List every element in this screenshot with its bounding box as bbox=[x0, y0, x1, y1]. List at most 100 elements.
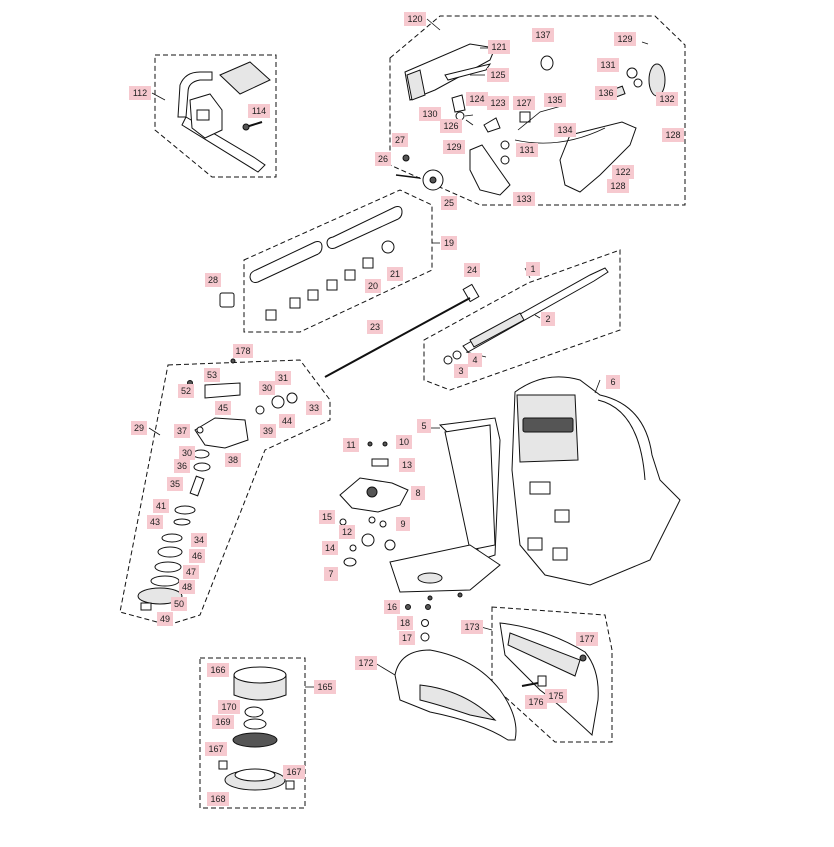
svg-text:129: 129 bbox=[446, 142, 461, 152]
svg-text:15: 15 bbox=[322, 512, 332, 522]
svg-text:114: 114 bbox=[252, 106, 266, 116]
svg-text:25: 25 bbox=[444, 198, 454, 208]
label-136: 136 bbox=[595, 86, 617, 100]
label-176: 176 bbox=[525, 695, 547, 709]
svg-text:49: 49 bbox=[160, 614, 170, 624]
label-126: 126 bbox=[440, 119, 462, 133]
label-112: 112 bbox=[129, 86, 151, 100]
label-47: 47 bbox=[183, 565, 199, 579]
label-5: 5 bbox=[417, 419, 431, 433]
label-48: 48 bbox=[179, 580, 195, 594]
svg-text:53: 53 bbox=[207, 370, 217, 380]
label-25: 25 bbox=[441, 196, 457, 210]
label-128: 128 bbox=[662, 128, 684, 142]
label-39: 39 bbox=[260, 424, 276, 438]
label-135: 135 bbox=[544, 93, 566, 107]
label-131: 131 bbox=[516, 143, 538, 157]
label-17: 17 bbox=[399, 631, 415, 645]
svg-text:122: 122 bbox=[615, 167, 630, 177]
svg-text:13: 13 bbox=[402, 460, 412, 470]
svg-text:170: 170 bbox=[221, 702, 236, 712]
svg-text:30: 30 bbox=[182, 448, 192, 458]
svg-text:121: 121 bbox=[491, 42, 506, 52]
group-165-outline bbox=[199, 657, 306, 809]
label-44: 44 bbox=[279, 414, 295, 428]
label-168: 168 bbox=[207, 792, 229, 806]
trimmer-head-165-part bbox=[218, 666, 295, 791]
label-114: 114 bbox=[248, 104, 270, 118]
label-45: 45 bbox=[215, 401, 231, 415]
label-1: 1 bbox=[526, 262, 540, 276]
svg-text:28: 28 bbox=[208, 275, 218, 285]
knob-25-part bbox=[395, 154, 444, 191]
svg-text:26: 26 bbox=[378, 154, 388, 164]
svg-text:173: 173 bbox=[464, 622, 479, 632]
label-169: 169 bbox=[212, 715, 234, 729]
svg-text:3: 3 bbox=[458, 366, 463, 376]
svg-text:19: 19 bbox=[444, 238, 454, 248]
throttle-small-parts bbox=[451, 55, 666, 165]
svg-text:16: 16 bbox=[387, 602, 397, 612]
label-27: 27 bbox=[392, 133, 408, 147]
hardware-16-18-part bbox=[405, 604, 431, 642]
label-49: 49 bbox=[157, 612, 173, 626]
svg-text:52: 52 bbox=[181, 386, 191, 396]
svg-text:2: 2 bbox=[545, 314, 550, 324]
group-29-outline bbox=[119, 359, 331, 626]
drive-shaft-23-part bbox=[324, 297, 471, 378]
svg-text:44: 44 bbox=[282, 416, 292, 426]
label-170: 170 bbox=[218, 700, 240, 714]
label-18: 18 bbox=[397, 616, 413, 630]
group-1-outline bbox=[423, 249, 621, 391]
svg-text:45: 45 bbox=[218, 403, 228, 413]
svg-text:20: 20 bbox=[368, 281, 378, 291]
svg-text:39: 39 bbox=[263, 426, 273, 436]
svg-text:17: 17 bbox=[402, 633, 412, 643]
svg-text:14: 14 bbox=[325, 543, 335, 553]
svg-text:166: 166 bbox=[210, 665, 225, 675]
svg-text:131: 131 bbox=[600, 60, 615, 70]
group-120-outline bbox=[389, 15, 686, 206]
svg-text:165: 165 bbox=[317, 682, 332, 692]
label-133: 133 bbox=[513, 192, 535, 206]
svg-text:41: 41 bbox=[156, 501, 166, 511]
label-41: 41 bbox=[153, 499, 169, 513]
svg-text:30: 30 bbox=[262, 383, 272, 393]
label-8: 8 bbox=[411, 486, 425, 500]
screw-114-part bbox=[242, 121, 263, 131]
label-12: 12 bbox=[339, 525, 355, 539]
svg-text:18: 18 bbox=[400, 618, 410, 628]
svg-text:131: 131 bbox=[519, 145, 534, 155]
svg-text:21: 21 bbox=[390, 269, 400, 279]
label-38: 38 bbox=[225, 453, 241, 467]
svg-text:120: 120 bbox=[407, 14, 422, 24]
svg-text:5: 5 bbox=[421, 421, 426, 431]
label-131: 131 bbox=[597, 58, 619, 72]
svg-text:48: 48 bbox=[182, 582, 192, 592]
frame-5-part bbox=[389, 417, 501, 601]
svg-text:4: 4 bbox=[472, 355, 477, 365]
label-28: 28 bbox=[205, 273, 221, 287]
svg-text:136: 136 bbox=[598, 88, 613, 98]
svg-text:27: 27 bbox=[395, 135, 405, 145]
label-172: 172 bbox=[355, 656, 377, 670]
label-20: 20 bbox=[365, 279, 381, 293]
bushing-28-part bbox=[219, 292, 235, 308]
group-19-outline bbox=[243, 189, 433, 333]
svg-text:23: 23 bbox=[370, 322, 380, 332]
label-7: 7 bbox=[324, 567, 338, 581]
label-134: 134 bbox=[554, 123, 576, 137]
svg-text:125: 125 bbox=[490, 70, 505, 80]
svg-text:37: 37 bbox=[177, 426, 187, 436]
svg-text:123: 123 bbox=[490, 98, 505, 108]
svg-text:129: 129 bbox=[617, 34, 632, 44]
svg-text:34: 34 bbox=[194, 535, 204, 545]
svg-text:36: 36 bbox=[177, 461, 187, 471]
svg-text:135: 135 bbox=[547, 95, 562, 105]
svg-text:126: 126 bbox=[443, 121, 458, 131]
label-16: 16 bbox=[384, 600, 400, 614]
label-137: 137 bbox=[532, 28, 554, 42]
svg-text:112: 112 bbox=[133, 88, 147, 98]
label-30: 30 bbox=[259, 381, 275, 395]
